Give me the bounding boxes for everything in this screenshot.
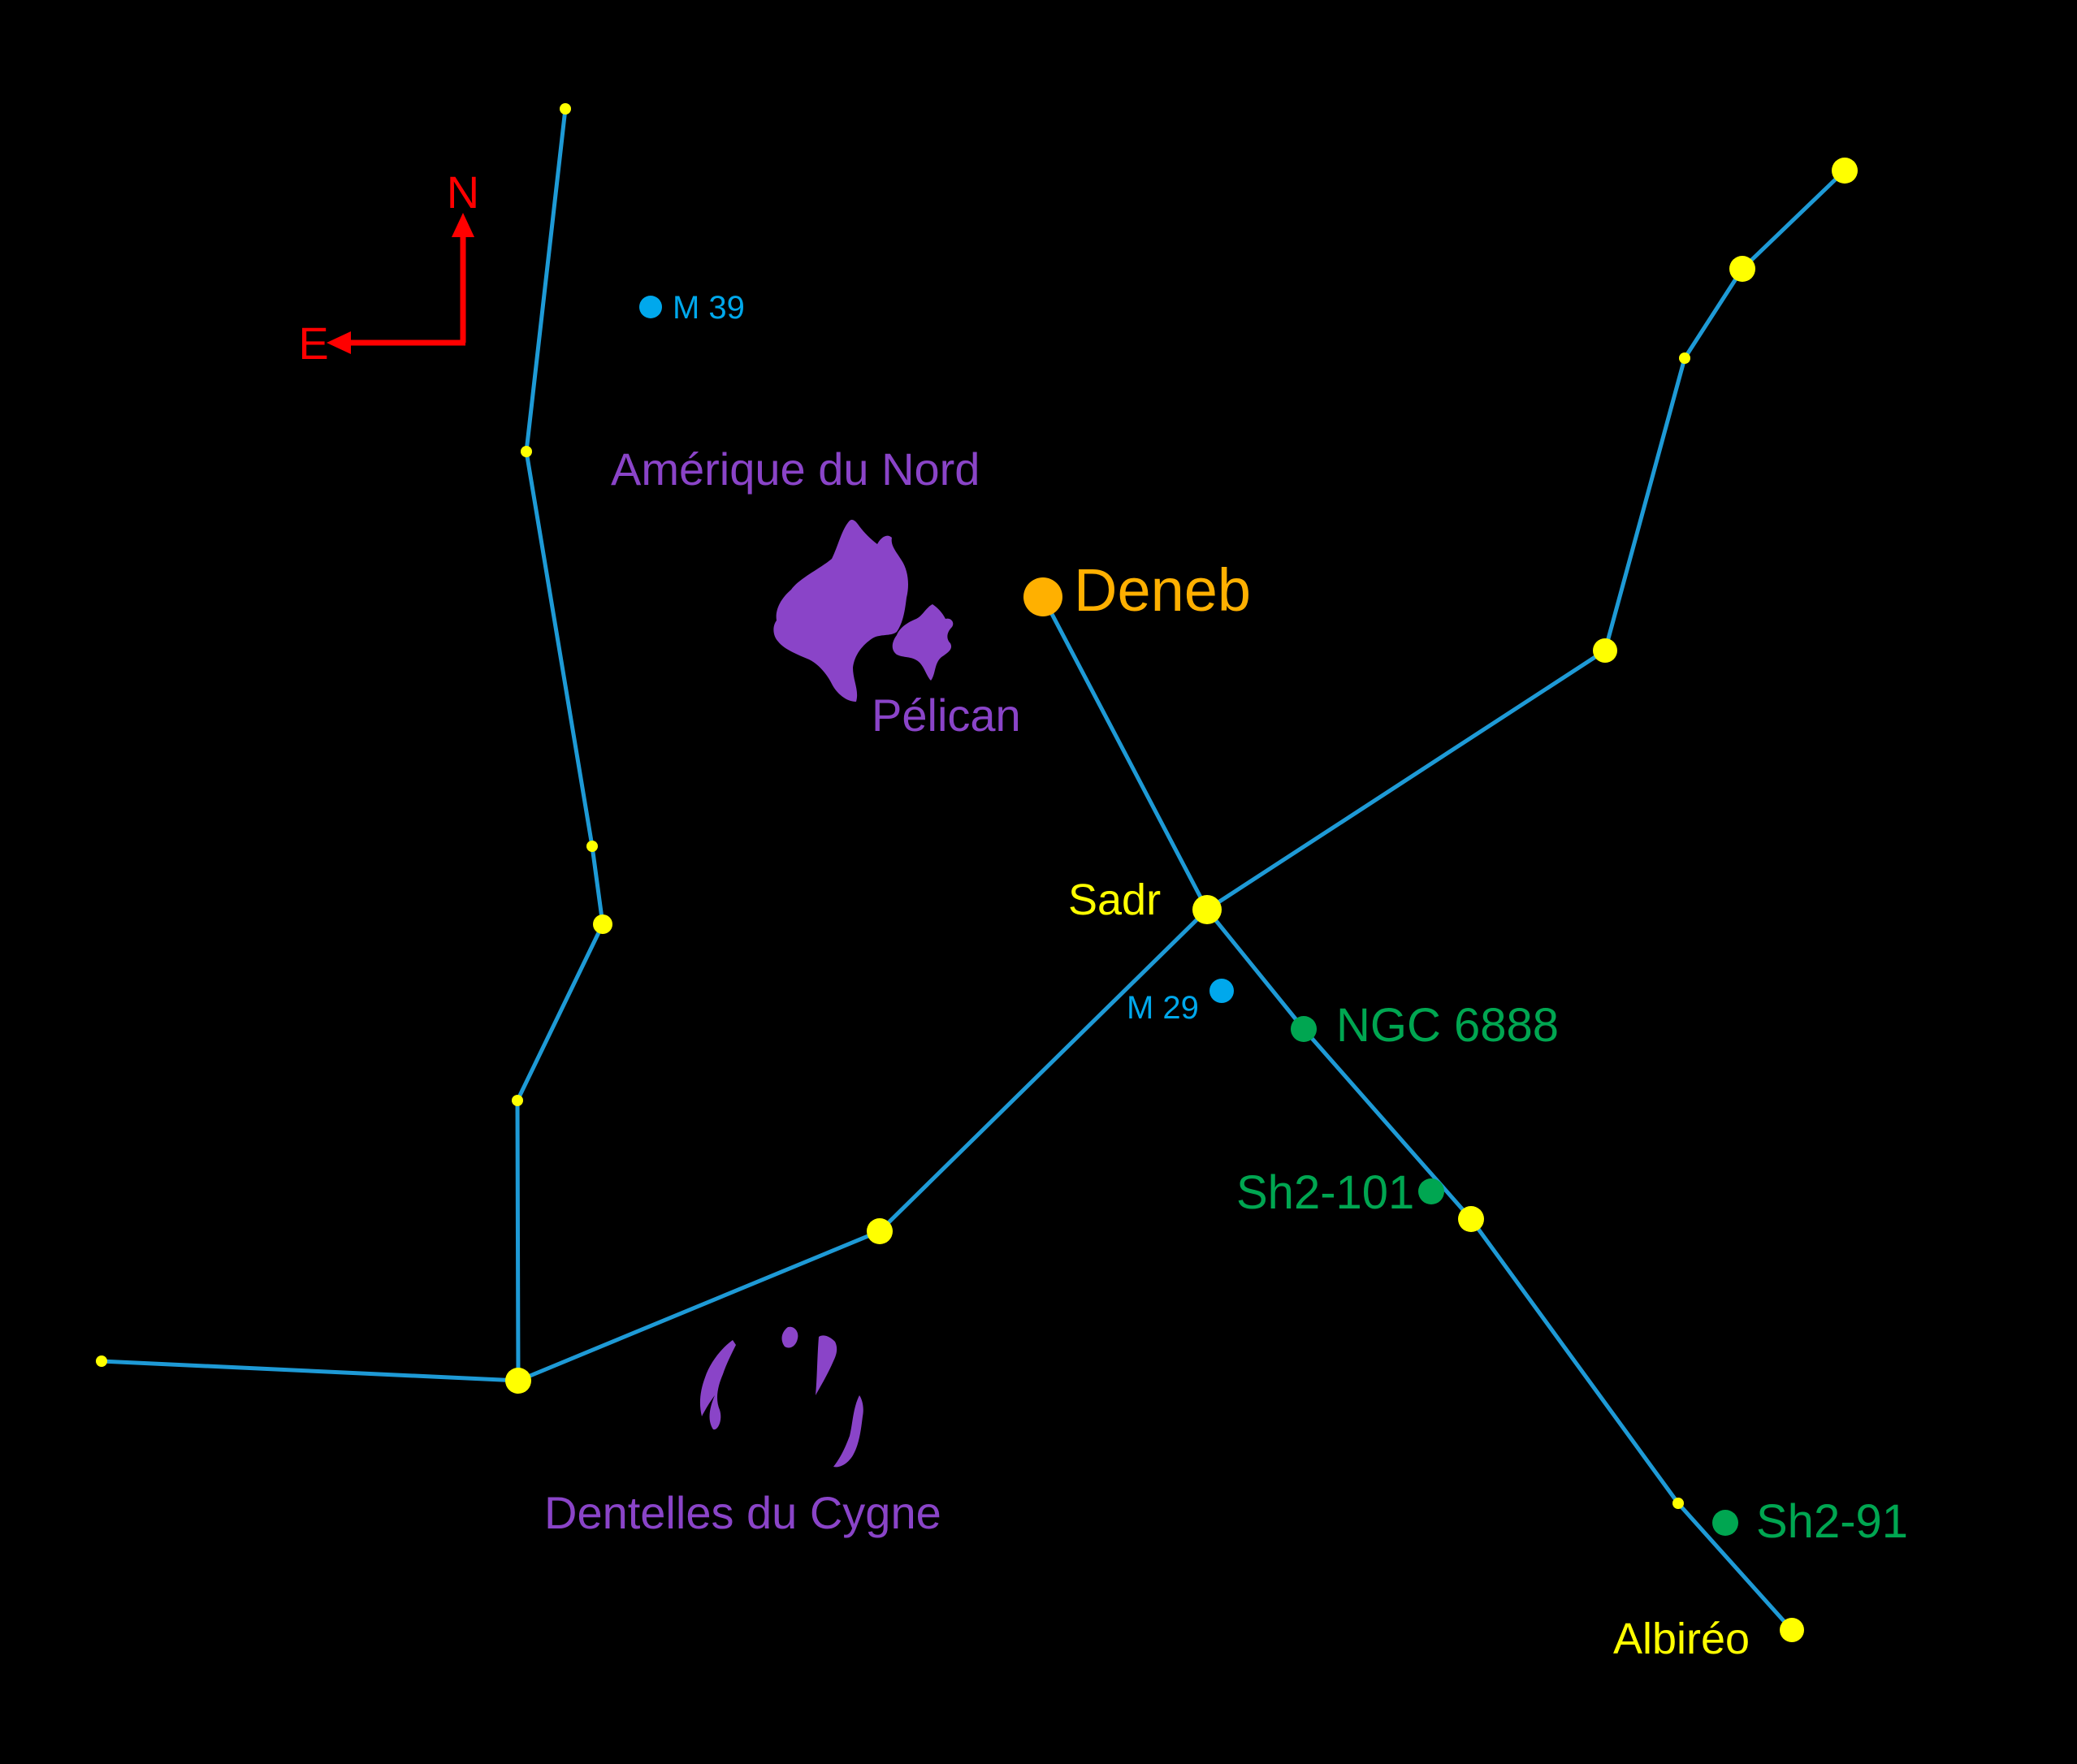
north-america-nebula — [773, 519, 908, 702]
compass-north-arrowhead — [452, 213, 474, 237]
north-america-nebula-shape — [773, 519, 954, 702]
line-lacerta-chain — [515, 106, 605, 1383]
star-sadr — [1192, 895, 1222, 924]
star-west-tip — [96, 1355, 107, 1367]
marker-m29 — [1209, 979, 1234, 1003]
label-deneb: Deneb — [1074, 556, 1251, 624]
label-pelican: Pélican — [872, 690, 1021, 741]
marker-ngc6888 — [1291, 1016, 1317, 1042]
star-chain-2 — [521, 446, 532, 457]
star-delta-cygni — [1593, 638, 1617, 663]
veil-pickering-triangle — [781, 1326, 798, 1348]
star-iota-cygni — [1729, 256, 1755, 282]
label-sadr: Sadr — [1068, 876, 1161, 924]
marker-m39 — [639, 296, 662, 318]
star-chain-3 — [586, 841, 598, 852]
marker-sh2-91 — [1712, 1510, 1738, 1536]
star-chain-5 — [512, 1095, 523, 1106]
star-zeta-cygni — [505, 1368, 531, 1394]
label-m29: M 29 — [1127, 990, 1199, 1026]
star-eta-cygni — [1458, 1206, 1484, 1232]
label-veil: Dentelles du Cygne — [544, 1487, 941, 1538]
compass-east-label: E — [298, 318, 328, 369]
marker-sh2-101 — [1418, 1178, 1444, 1204]
label-ngc6888: NGC 6888 — [1336, 999, 1559, 1052]
deep-sky-objects — [639, 296, 1738, 1536]
star-gienah — [867, 1218, 893, 1244]
label-albireo: Albiréo — [1613, 1615, 1750, 1663]
pelican-nebula — [892, 604, 954, 681]
veil-western-arc — [699, 1340, 736, 1430]
star-chain-4 — [593, 914, 612, 934]
label-m39: M 39 — [673, 290, 745, 326]
star-kappa-cygni — [1832, 158, 1858, 184]
compass-north-label: N — [447, 166, 479, 218]
line-main-body — [1041, 594, 1794, 1632]
compass-rose: N E — [298, 166, 479, 369]
veil-eastern-arc — [816, 1335, 863, 1468]
label-sh2-101: Sh2-101 — [1236, 1166, 1414, 1219]
line-wing-east — [99, 907, 1209, 1383]
label-sh2-91: Sh2-91 — [1756, 1495, 1908, 1548]
veil-nebula-shape — [699, 1326, 863, 1468]
compass-east-arrowhead — [327, 331, 351, 354]
star-theta-cygni — [1679, 352, 1690, 364]
label-north-america: Amérique du Nord — [611, 443, 980, 495]
star-deneb — [1023, 577, 1062, 616]
star-chain-1 — [560, 103, 571, 115]
star-albireo — [1780, 1618, 1804, 1642]
stars — [96, 103, 1858, 1642]
star-2066 — [1672, 1498, 1684, 1509]
labels: Deneb Sadr Albiréo Amérique du Nord Péli… — [544, 290, 1908, 1663]
